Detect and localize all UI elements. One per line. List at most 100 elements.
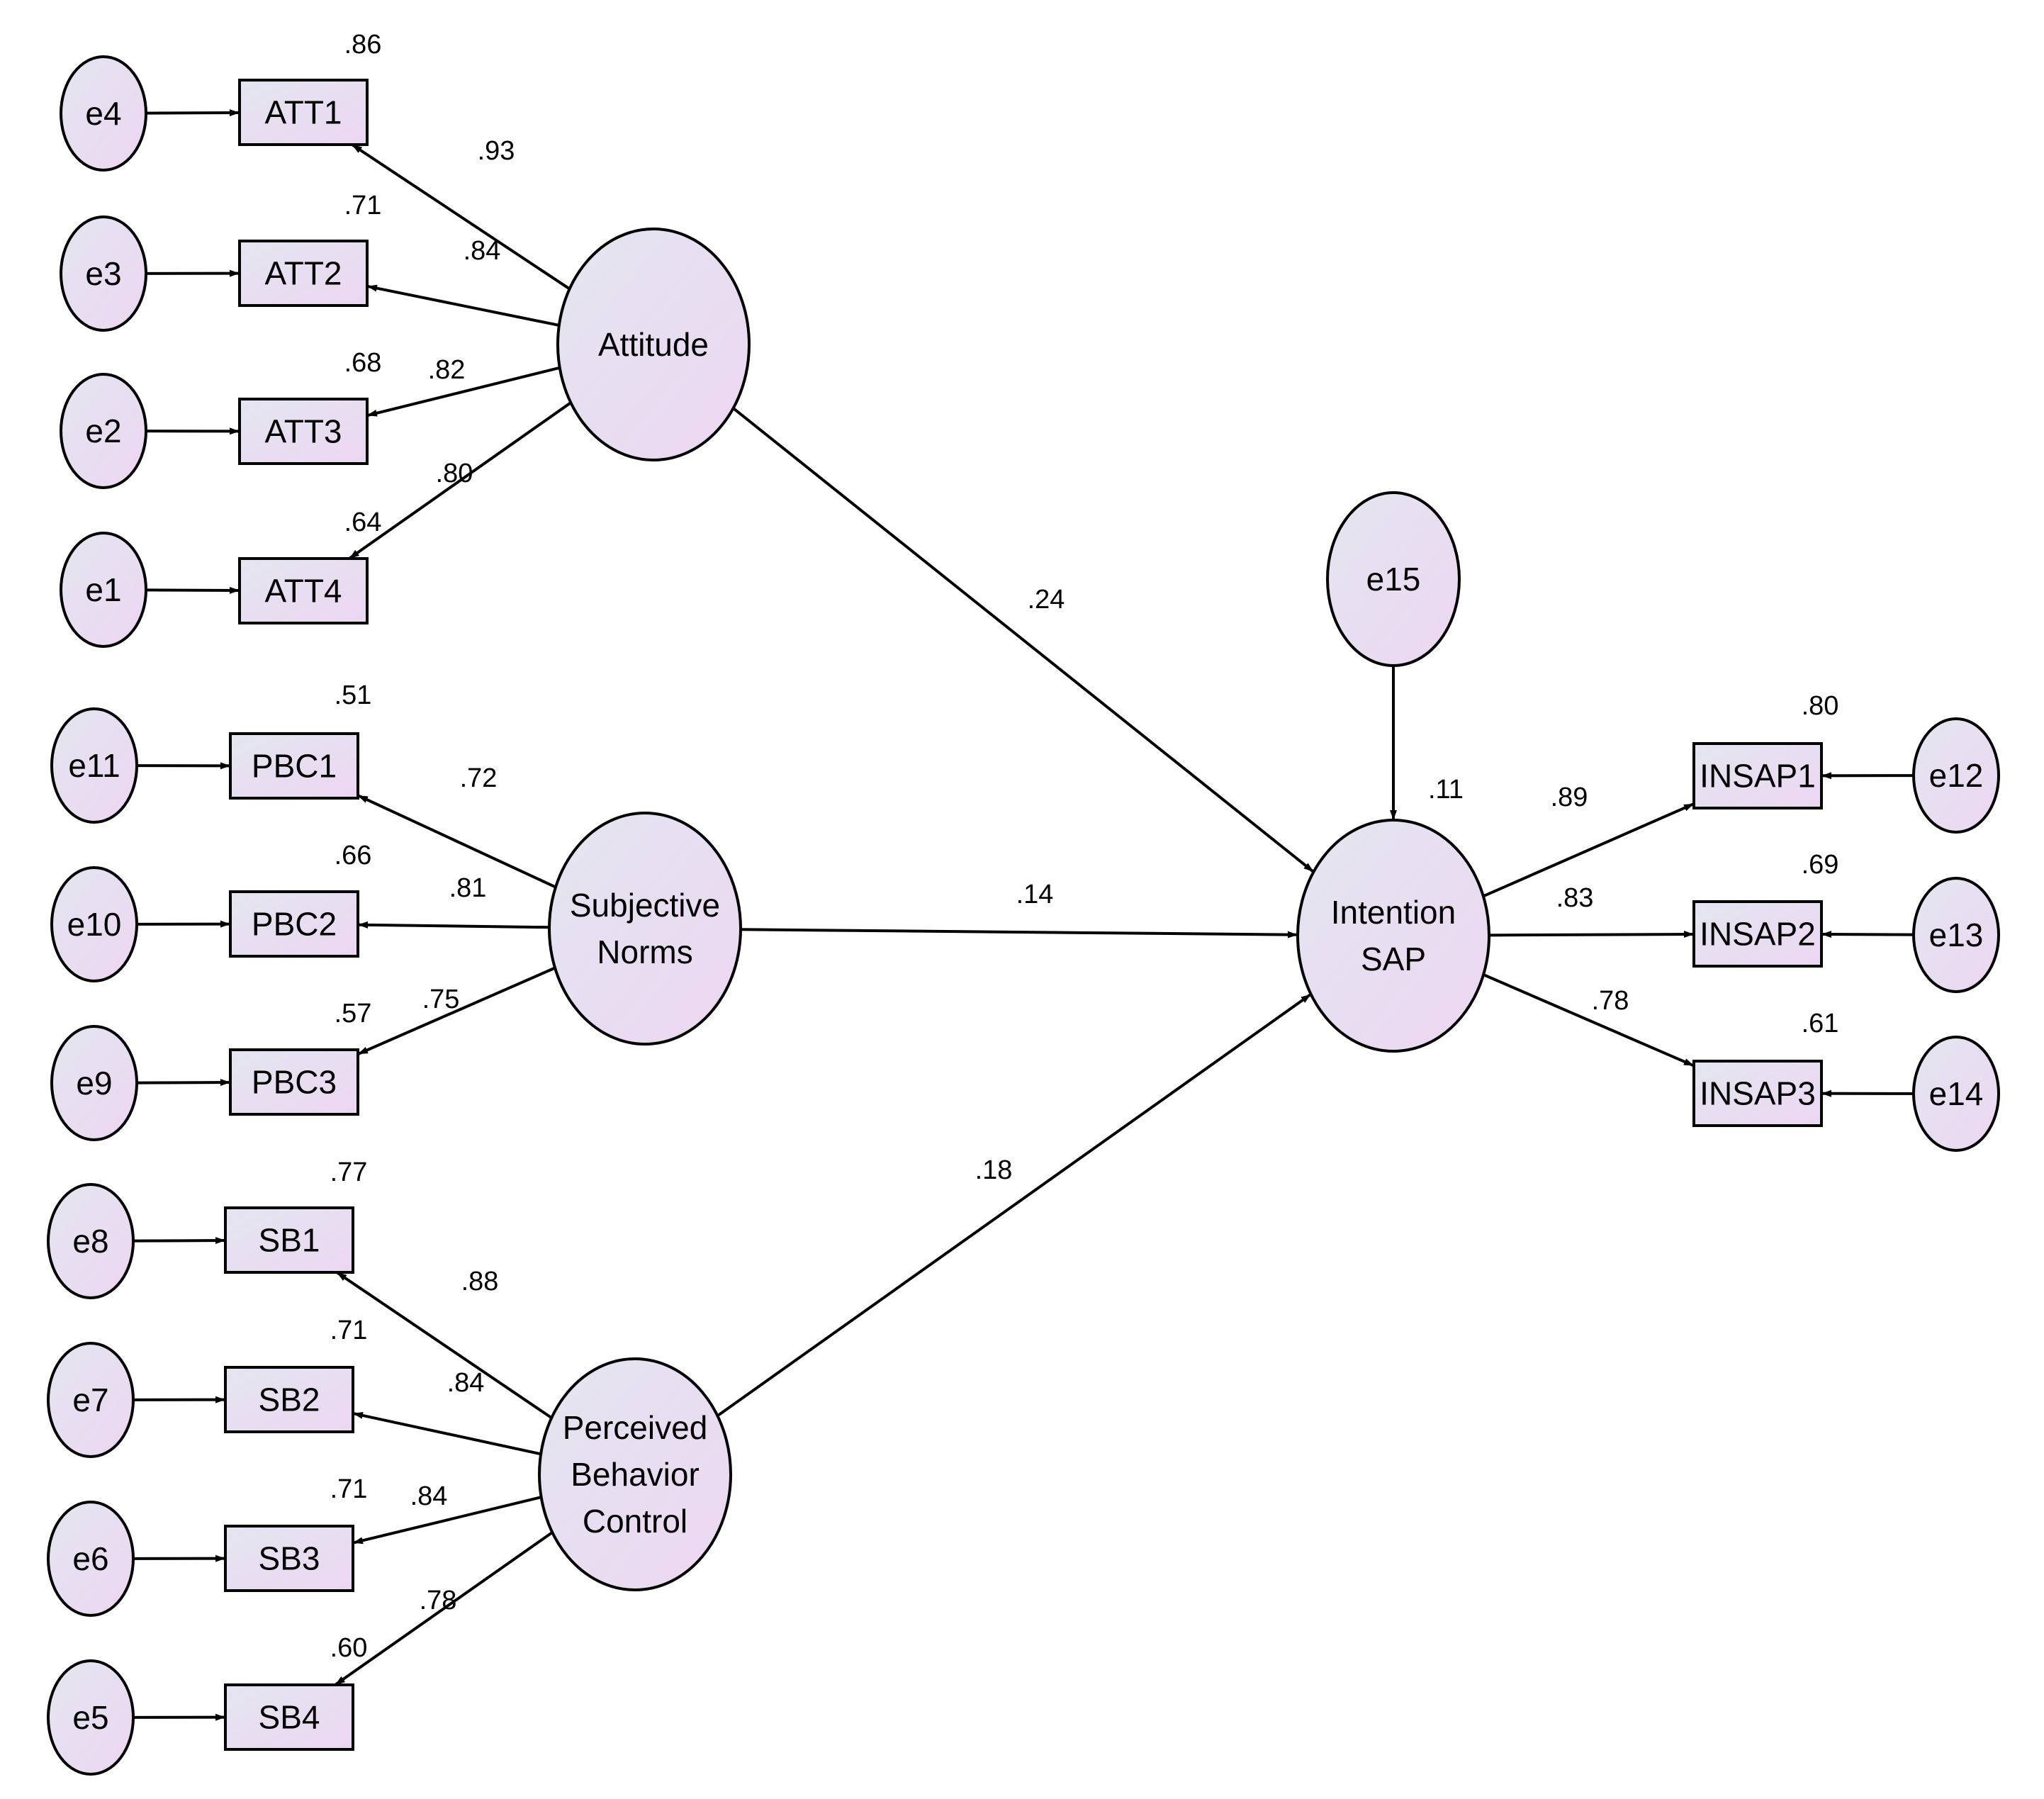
error-ellipse bbox=[1912, 1036, 2000, 1152]
path-arrow-intention_sap-to-insap3 bbox=[1483, 973, 1695, 1067]
error-e15[interactable]: e15 bbox=[1326, 491, 1461, 667]
error-ellipse bbox=[60, 373, 147, 489]
indicator-sb3[interactable]: SB3 bbox=[224, 1525, 354, 1592]
indicator-att2[interactable]: ATT2 bbox=[238, 240, 369, 307]
r-squared-insap2: .69 bbox=[1802, 850, 1839, 880]
error-e10[interactable]: e10 bbox=[50, 866, 138, 982]
path-coefficient-pbc-to-sb2: .84 bbox=[447, 1368, 485, 1398]
path-arrow-pbc-to-sb3 bbox=[352, 1496, 542, 1545]
error-ellipse bbox=[50, 866, 138, 982]
latent-ellipse bbox=[538, 1357, 732, 1591]
error-label: e4 bbox=[85, 95, 121, 132]
error-label: e2 bbox=[85, 413, 121, 449]
error-e12[interactable]: e12 bbox=[1912, 717, 2000, 834]
r-squared-sb1: .77 bbox=[330, 1158, 368, 1187]
indicator-label: INSAP3 bbox=[1700, 1075, 1816, 1112]
error-label: e8 bbox=[72, 1223, 108, 1260]
path-arrow-attitude-to-att1 bbox=[351, 143, 571, 291]
path-coefficient-subjective_norms-to-pbc3: .75 bbox=[422, 985, 460, 1014]
latent-ellipse bbox=[556, 228, 751, 461]
indicator-box bbox=[238, 79, 369, 146]
error-e7[interactable]: e7 bbox=[47, 1342, 135, 1458]
path-coefficient-intention_sap-to-insap1: .89 bbox=[1551, 783, 1588, 812]
indicator-box bbox=[238, 557, 369, 624]
indicator-label: ATT3 bbox=[264, 413, 342, 450]
indicator-insap1[interactable]: INSAP1 bbox=[1692, 742, 1823, 809]
r-squared-insap3: .61 bbox=[1802, 1009, 1839, 1038]
latent-attitude[interactable]: Attitude bbox=[556, 228, 751, 461]
path-coefficient-pbc-to-sb1: .88 bbox=[461, 1267, 499, 1296]
path-arrow-subjective_norms-to-pbc1 bbox=[357, 794, 556, 889]
path-arrow-attitude-to-att4 bbox=[348, 401, 572, 560]
latent-label: Subjective bbox=[570, 887, 720, 924]
error-ellipse bbox=[1912, 717, 2000, 834]
path-arrow-intention_sap-to-insap1 bbox=[1483, 802, 1695, 898]
error-ellipse bbox=[50, 1025, 138, 1141]
path-coefficient-pbc-to-sb3: .84 bbox=[410, 1481, 448, 1511]
indicator-box bbox=[224, 1366, 354, 1433]
error-ellipse bbox=[50, 707, 138, 824]
indicator-label: PBC2 bbox=[252, 906, 337, 943]
r-squared-sb2: .71 bbox=[330, 1316, 368, 1345]
node-layer: AttitudeSubjectiveNormsPerceivedBehavior… bbox=[47, 55, 2000, 1776]
error-e9[interactable]: e9 bbox=[50, 1025, 138, 1141]
error-e1[interactable]: e1 bbox=[60, 532, 147, 648]
indicator-pbc3[interactable]: PBC3 bbox=[229, 1048, 359, 1116]
error-e14[interactable]: e14 bbox=[1912, 1036, 2000, 1152]
error-label: e6 bbox=[72, 1540, 108, 1577]
error-label: e1 bbox=[85, 571, 121, 608]
error-ellipse bbox=[60, 532, 147, 648]
error-e13[interactable]: e13 bbox=[1912, 877, 2000, 993]
error-label: e15 bbox=[1366, 561, 1421, 598]
indicator-box bbox=[224, 1525, 354, 1592]
indicator-label: PBC3 bbox=[252, 1064, 337, 1101]
path-coefficient-attitude-to-intention_sap: .24 bbox=[1028, 585, 1065, 615]
error-e3[interactable]: e3 bbox=[60, 215, 147, 332]
latent-ellipse bbox=[1296, 819, 1490, 1053]
indicator-label: ATT4 bbox=[264, 573, 342, 610]
indicator-att4[interactable]: ATT4 bbox=[238, 557, 369, 624]
error-ellipse bbox=[60, 215, 147, 332]
error-e8[interactable]: e8 bbox=[47, 1183, 135, 1299]
error-e4[interactable]: e4 bbox=[60, 55, 147, 172]
indicator-sb4[interactable]: SB4 bbox=[224, 1683, 354, 1751]
error-ellipse bbox=[47, 1659, 135, 1776]
path-coefficient-subjective_norms-to-pbc2: .81 bbox=[449, 873, 487, 903]
r-squared-att2: .71 bbox=[344, 191, 382, 220]
error-label: e3 bbox=[85, 255, 121, 292]
r-squared-att4: .64 bbox=[344, 508, 382, 537]
indicator-insap3[interactable]: INSAP3 bbox=[1692, 1060, 1823, 1127]
path-arrow-attitude-to-intention_sap bbox=[732, 407, 1315, 873]
indicator-label: SB4 bbox=[259, 1699, 320, 1736]
path-arrow-pbc-to-intention_sap bbox=[717, 993, 1312, 1417]
error-ellipse bbox=[47, 1183, 135, 1299]
indicator-insap2[interactable]: INSAP2 bbox=[1692, 900, 1823, 968]
path-coefficient-intention_sap-to-insap3: .78 bbox=[1592, 986, 1629, 1016]
error-e6[interactable]: e6 bbox=[47, 1501, 135, 1617]
error-e2[interactable]: e2 bbox=[60, 373, 147, 489]
indicator-pbc1[interactable]: PBC1 bbox=[229, 732, 359, 800]
path-arrow-subjective_norms-to-pbc3 bbox=[357, 966, 556, 1055]
indicator-box bbox=[238, 398, 369, 465]
indicator-sb2[interactable]: SB2 bbox=[224, 1366, 354, 1433]
indicator-sb1[interactable]: SB1 bbox=[224, 1206, 354, 1274]
indicator-pbc2[interactable]: PBC2 bbox=[229, 890, 359, 958]
latent-label: Behavior bbox=[571, 1456, 700, 1493]
path-coefficient-attitude-to-att4: .80 bbox=[436, 459, 473, 488]
error-e11[interactable]: e11 bbox=[50, 707, 138, 824]
error-label: e7 bbox=[72, 1382, 108, 1418]
path-arrow-attitude-to-att2 bbox=[366, 284, 560, 327]
indicator-box bbox=[1692, 742, 1823, 809]
path-arrow-subjective_norms-to-pbc2 bbox=[357, 921, 550, 929]
indicator-att3[interactable]: ATT3 bbox=[238, 398, 369, 465]
path-arrow-pbc-to-sb4 bbox=[334, 1531, 554, 1686]
indicator-att1[interactable]: ATT1 bbox=[238, 79, 369, 146]
path-arrow-e9-to-pbc3 bbox=[136, 1079, 231, 1087]
indicator-box bbox=[229, 732, 359, 800]
r-squared-pbc3: .57 bbox=[335, 999, 372, 1029]
latent-ellipse bbox=[548, 812, 742, 1046]
error-e5[interactable]: e5 bbox=[47, 1659, 135, 1776]
